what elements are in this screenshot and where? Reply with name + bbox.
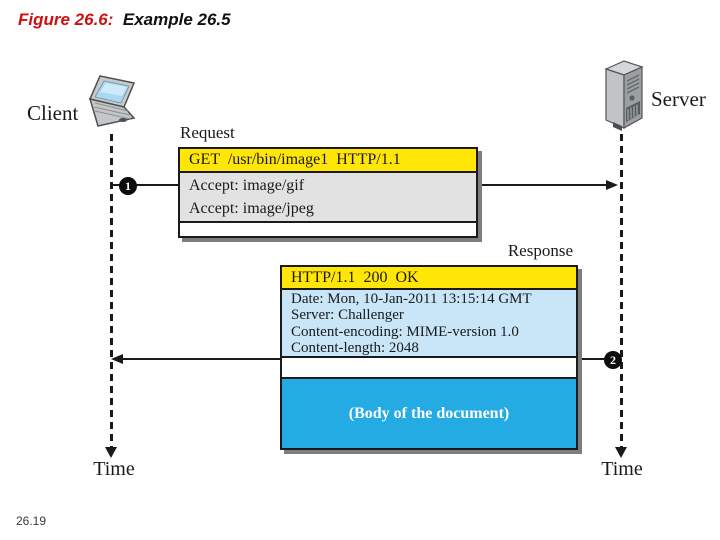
step-1-badge: 1 [119,177,137,195]
response-arrowhead-icon [111,354,123,364]
response-header-line: Content-length: 2048 [291,340,419,357]
request-arrowhead-icon [606,180,618,190]
client-timeline-arrowhead-icon [105,447,117,458]
server-label: Server [651,87,706,111]
response-status-line: HTTP/1.1 200 OK [282,267,576,290]
response-header-line: Date: Mon, 10-Jan-2011 13:15:14 GMT [291,291,532,307]
figure-title: Example 26.5 [118,10,231,29]
response-header-line: Content-encoding: MIME-version 1.0 [291,323,519,340]
page-title: Figure 26.6: Example 26.5 [18,10,231,30]
server-timeline-arrowhead-icon [615,447,627,458]
client-label: Client [27,101,79,125]
step-2-badge: 2 [604,351,622,369]
response-blank-line [282,358,576,379]
server-tower-icon [604,60,644,131]
request-label: Request [180,123,235,142]
server-timeline [620,134,623,447]
response-body: (Body of the document) [282,379,576,448]
client-laptop-icon [88,75,136,127]
response-header-line: Server: Challenger [291,307,404,324]
request-message-box: GET /usr/bin/image1 HTTP/1.1 Accept: ima… [178,147,478,238]
request-headers: Accept: image/gif Accept: image/jpeg [180,173,476,223]
client-timeline [110,134,113,447]
server-time-label: Time [601,458,643,480]
request-blank-line [180,223,476,236]
response-headers: Date: Mon, 10-Jan-2011 13:15:14 GMT Serv… [282,290,576,358]
request-header-line: Accept: image/jpeg [189,200,314,217]
request-start-line: GET /usr/bin/image1 HTTP/1.1 [180,149,476,173]
request-header-line: Accept: image/gif [189,177,305,194]
slide-page-number: 26.19 [16,514,47,528]
client-time-label: Time [93,458,135,480]
response-message-box: HTTP/1.1 200 OK Date: Mon, 10-Jan-2011 1… [280,265,578,450]
response-label: Response [507,241,573,260]
figure-label: Figure 26.6: [18,10,119,29]
